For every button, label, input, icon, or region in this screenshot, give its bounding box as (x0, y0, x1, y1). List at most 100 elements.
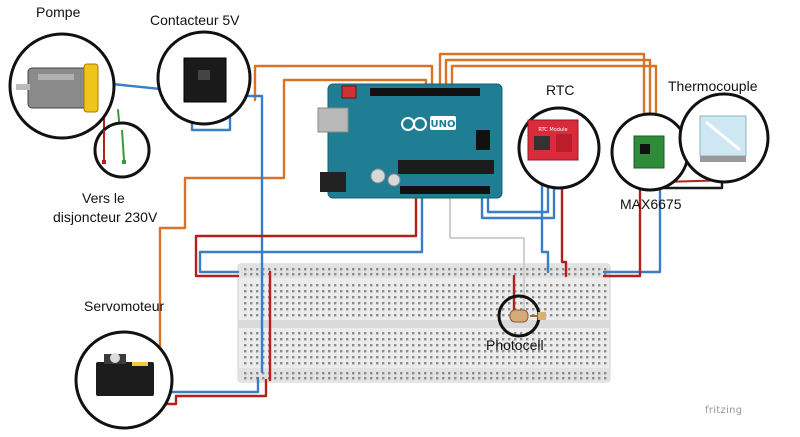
thermocouple-probe (678, 92, 770, 184)
breadboard-hole (604, 356, 607, 359)
breadboard-hole (250, 332, 253, 335)
breadboard-hole (526, 362, 529, 365)
breadboard-hole (418, 356, 421, 359)
breadboard-hole (490, 290, 493, 293)
breadboard-hole (466, 356, 469, 359)
breadboard-hole (586, 344, 589, 347)
breadboard-hole (496, 308, 499, 311)
breadboard-hole (532, 273, 535, 276)
breadboard-hole (292, 350, 295, 353)
breadboard-hole (376, 350, 379, 353)
breadboard-hole (418, 268, 421, 271)
label-disjoncteur: disjoncteur 230V (53, 209, 158, 225)
breadboard-hole (424, 377, 427, 380)
breadboard-hole (274, 332, 277, 335)
breadboard-hole (328, 284, 331, 287)
breadboard-hole (298, 308, 301, 311)
breadboard-hole (316, 296, 319, 299)
breadboard-hole (256, 350, 259, 353)
breadboard-hole (316, 338, 319, 341)
breadboard-hole (274, 372, 277, 375)
breadboard-hole (436, 372, 439, 375)
breadboard-hole (334, 362, 337, 365)
breadboard-hole (562, 356, 565, 359)
breadboard-hole (526, 284, 529, 287)
breadboard-hole (364, 344, 367, 347)
breadboard-hole (418, 372, 421, 375)
breadboard-hole (574, 356, 577, 359)
breadboard-hole (274, 268, 277, 271)
breadboard-hole (424, 350, 427, 353)
breadboard-hole (364, 296, 367, 299)
breadboard-hole (496, 350, 499, 353)
breadboard-hole (364, 290, 367, 293)
breadboard-hole (352, 344, 355, 347)
breadboard-hole (382, 356, 385, 359)
breadboard-hole (406, 372, 409, 375)
breadboard-hole (418, 350, 421, 353)
breadboard-hole (256, 314, 259, 317)
breadboard-hole (538, 356, 541, 359)
breadboard-hole (304, 290, 307, 293)
breadboard-hole (430, 290, 433, 293)
breadboard-hole (334, 308, 337, 311)
breadboard-hole (376, 356, 379, 359)
breadboard-hole (448, 344, 451, 347)
breadboard-hole (310, 290, 313, 293)
breadboard-hole (448, 296, 451, 299)
breadboard-hole (430, 372, 433, 375)
breadboard-hole (442, 296, 445, 299)
breadboard-hole (520, 344, 523, 347)
breadboard-hole (412, 332, 415, 335)
breadboard-hole (370, 372, 373, 375)
breadboard-hole (292, 332, 295, 335)
breadboard-hole (580, 338, 583, 341)
breadboard-hole (550, 377, 553, 380)
breadboard-hole (502, 350, 505, 353)
breadboard-hole (424, 344, 427, 347)
breadboard-hole (430, 296, 433, 299)
breadboard-hole (448, 356, 451, 359)
breadboard-hole (388, 296, 391, 299)
breadboard-hole (400, 308, 403, 311)
breadboard-hole (334, 284, 337, 287)
breadboard-hole (256, 302, 259, 305)
breadboard-hole (496, 338, 499, 341)
breadboard-hole (346, 273, 349, 276)
breadboard-hole (352, 377, 355, 380)
breadboard-hole (310, 372, 313, 375)
breadboard-hole (430, 338, 433, 341)
breadboard-hole (376, 302, 379, 305)
breadboard-hole (406, 314, 409, 317)
breadboard-hole (556, 284, 559, 287)
breadboard-hole (304, 296, 307, 299)
breadboard-hole (310, 308, 313, 311)
breadboard-hole (328, 273, 331, 276)
label-photocell: Photocell (486, 337, 544, 353)
breadboard-hole (280, 273, 283, 276)
breadboard-hole (244, 350, 247, 353)
breadboard-hole (436, 296, 439, 299)
breadboard-hole (562, 362, 565, 365)
breadboard-hole (502, 290, 505, 293)
breadboard-hole (574, 290, 577, 293)
breadboard-hole (514, 377, 517, 380)
breadboard-hole (328, 296, 331, 299)
breadboard-hole (532, 332, 535, 335)
breadboard-hole (604, 308, 607, 311)
breadboard-hole (478, 268, 481, 271)
breadboard-hole (280, 332, 283, 335)
breadboard-hole (316, 362, 319, 365)
breadboard-hole (286, 338, 289, 341)
breadboard-hole (274, 338, 277, 341)
breadboard-hole (292, 308, 295, 311)
breadboard-hole (568, 350, 571, 353)
breadboard-hole (550, 302, 553, 305)
breadboard-hole (292, 314, 295, 317)
breadboard-hole (478, 314, 481, 317)
breadboard-hole (328, 344, 331, 347)
breadboard-hole (442, 344, 445, 347)
breadboard-hole (334, 332, 337, 335)
breadboard-hole (544, 338, 547, 341)
breadboard-hole (466, 284, 469, 287)
